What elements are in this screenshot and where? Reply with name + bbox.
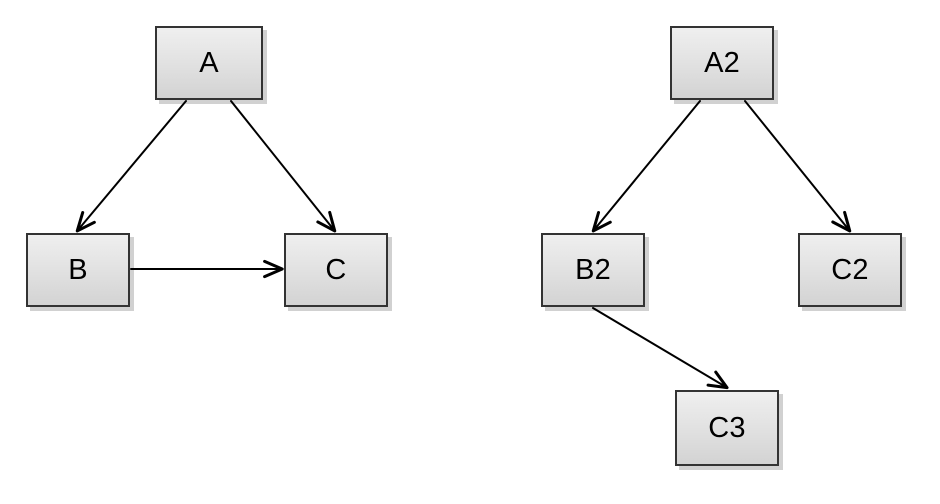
node-b[interactable]: B — [26, 233, 130, 307]
edge-a-b[interactable] — [75, 100, 187, 233]
node-c2-label: C2 — [831, 253, 869, 286]
edges-group — [75, 100, 852, 390]
node-c[interactable]: C — [284, 233, 388, 307]
edge-b2-c3[interactable] — [592, 307, 729, 390]
node-b-label: B — [68, 253, 88, 286]
node-b2-label: B2 — [575, 253, 611, 286]
edge-a2-b2[interactable] — [591, 100, 701, 233]
node-c3-label: C3 — [708, 411, 746, 444]
node-a2-label: A2 — [704, 46, 740, 79]
node-c2[interactable]: C2 — [798, 233, 902, 307]
node-a[interactable]: A — [155, 26, 263, 100]
node-a2[interactable]: A2 — [670, 26, 774, 100]
node-c3[interactable]: C3 — [675, 390, 779, 466]
edge-a2-c2[interactable] — [744, 100, 852, 233]
node-b2[interactable]: B2 — [541, 233, 645, 307]
edge-a-c[interactable] — [230, 100, 337, 233]
node-a-label: A — [199, 46, 219, 79]
node-c-label: C — [325, 253, 347, 286]
